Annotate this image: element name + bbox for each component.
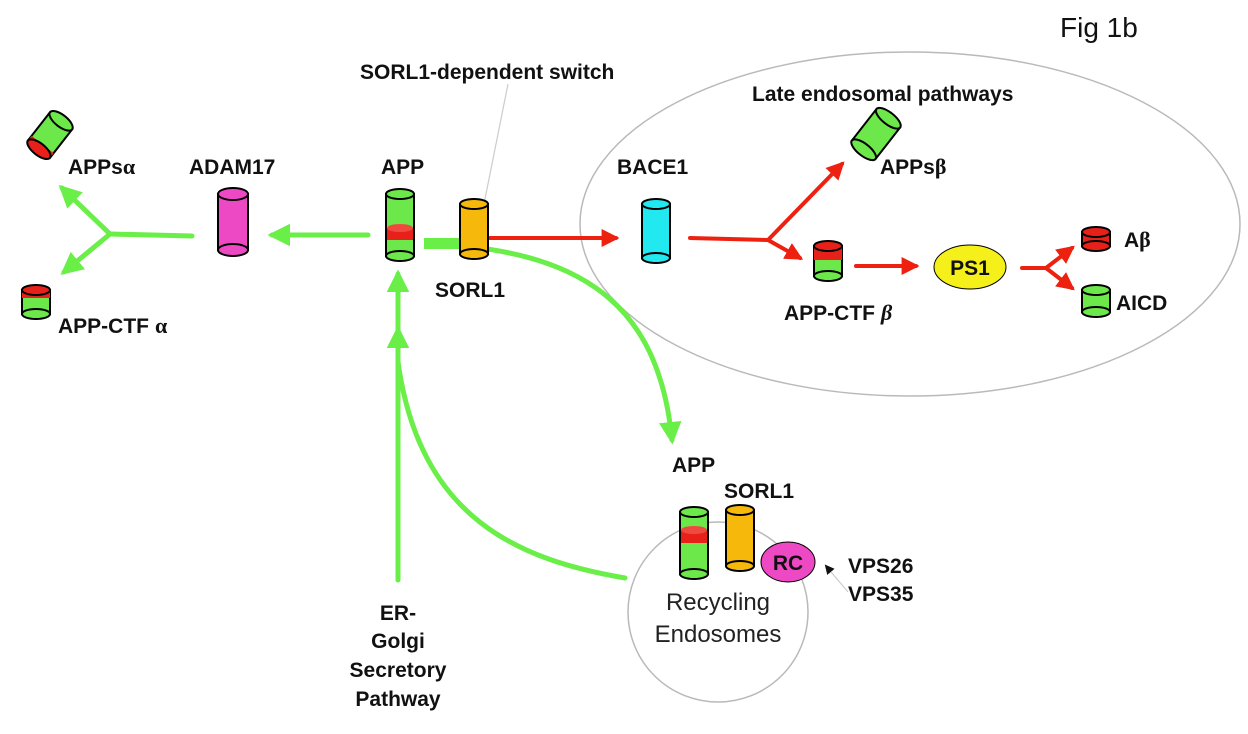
line-bace1-to-branch (688, 236, 770, 242)
red-pathways (488, 161, 1075, 291)
sorl1-to-recycling-arrow (427, 241, 682, 445)
sorl1-recycling-cylinder (725, 504, 755, 572)
sorl1-main-label: SORL1 (435, 279, 505, 302)
app-main-cylinder (385, 188, 415, 262)
recycling-endosome-region (627, 521, 809, 703)
bace1-label: BACE1 (617, 156, 689, 179)
appctfalpha-cylinder (21, 284, 51, 320)
sorl1-main-cylinder (459, 198, 489, 260)
line-adam17-to-branch (107, 231, 195, 239)
arrow-branch-to-appctfalpha (60, 231, 113, 275)
switch-leader-line (483, 83, 509, 205)
vps35-label: VPS35 (848, 583, 914, 606)
arrow-branch-to-abeta (1044, 245, 1075, 270)
er-golgi-line1: ER- (380, 602, 416, 625)
appsalpha-cylinder (26, 109, 74, 161)
aicd-label: AICD (1116, 292, 1167, 315)
appctfbeta-cylinder (813, 240, 843, 282)
sorl1-recycling-label: SORL1 (724, 480, 794, 503)
late-endosomal-region (579, 51, 1241, 397)
recycling-return-arrow (395, 359, 628, 581)
er-golgi-line2: Golgi (371, 630, 425, 653)
adam17-cylinder (217, 187, 249, 257)
appsbeta-cylinder (850, 106, 902, 162)
recycling-label-line1: Recycling (666, 589, 770, 616)
switch-label: SORL1-dependent switch (360, 61, 614, 84)
appsalpha-label: APPsα (68, 154, 136, 179)
appsbeta-label: APPsβ (880, 154, 946, 179)
abeta-cylinder (1081, 226, 1111, 252)
er-golgi-line3: Secretory (350, 659, 447, 682)
bace1-cylinder (641, 198, 671, 264)
green-pathways (58, 184, 682, 583)
app-main-label: APP (381, 156, 424, 179)
late-endosomal-label: Late endosomal pathways (752, 83, 1013, 106)
arrow-branch-to-appsbeta (766, 161, 845, 242)
figure-label: Fig 1b (1060, 12, 1138, 43)
abeta-label: Aβ (1124, 227, 1151, 252)
ps1-label: PS1 (950, 257, 990, 280)
aicd-cylinder (1081, 284, 1111, 318)
ps1-ellipse (933, 244, 1007, 290)
er-golgi-line4: Pathway (355, 688, 441, 711)
arrow-branch-to-appsalpha (58, 184, 113, 237)
app-recycling-cylinder (679, 506, 709, 580)
recycling-label-line2: Endosomes (655, 621, 782, 648)
rc-label: RC (773, 552, 803, 575)
adam17-label: ADAM17 (189, 156, 275, 179)
arrow-branch-to-appctfbeta (766, 238, 804, 260)
rc-ellipse (760, 541, 816, 583)
sorl1-app-link-bar (424, 238, 460, 249)
vps26-label: VPS26 (848, 555, 913, 578)
app-recycling-label: APP (672, 454, 715, 477)
vps-leader-arrow (824, 564, 849, 593)
arrow-branch-to-aicd (1044, 266, 1075, 291)
